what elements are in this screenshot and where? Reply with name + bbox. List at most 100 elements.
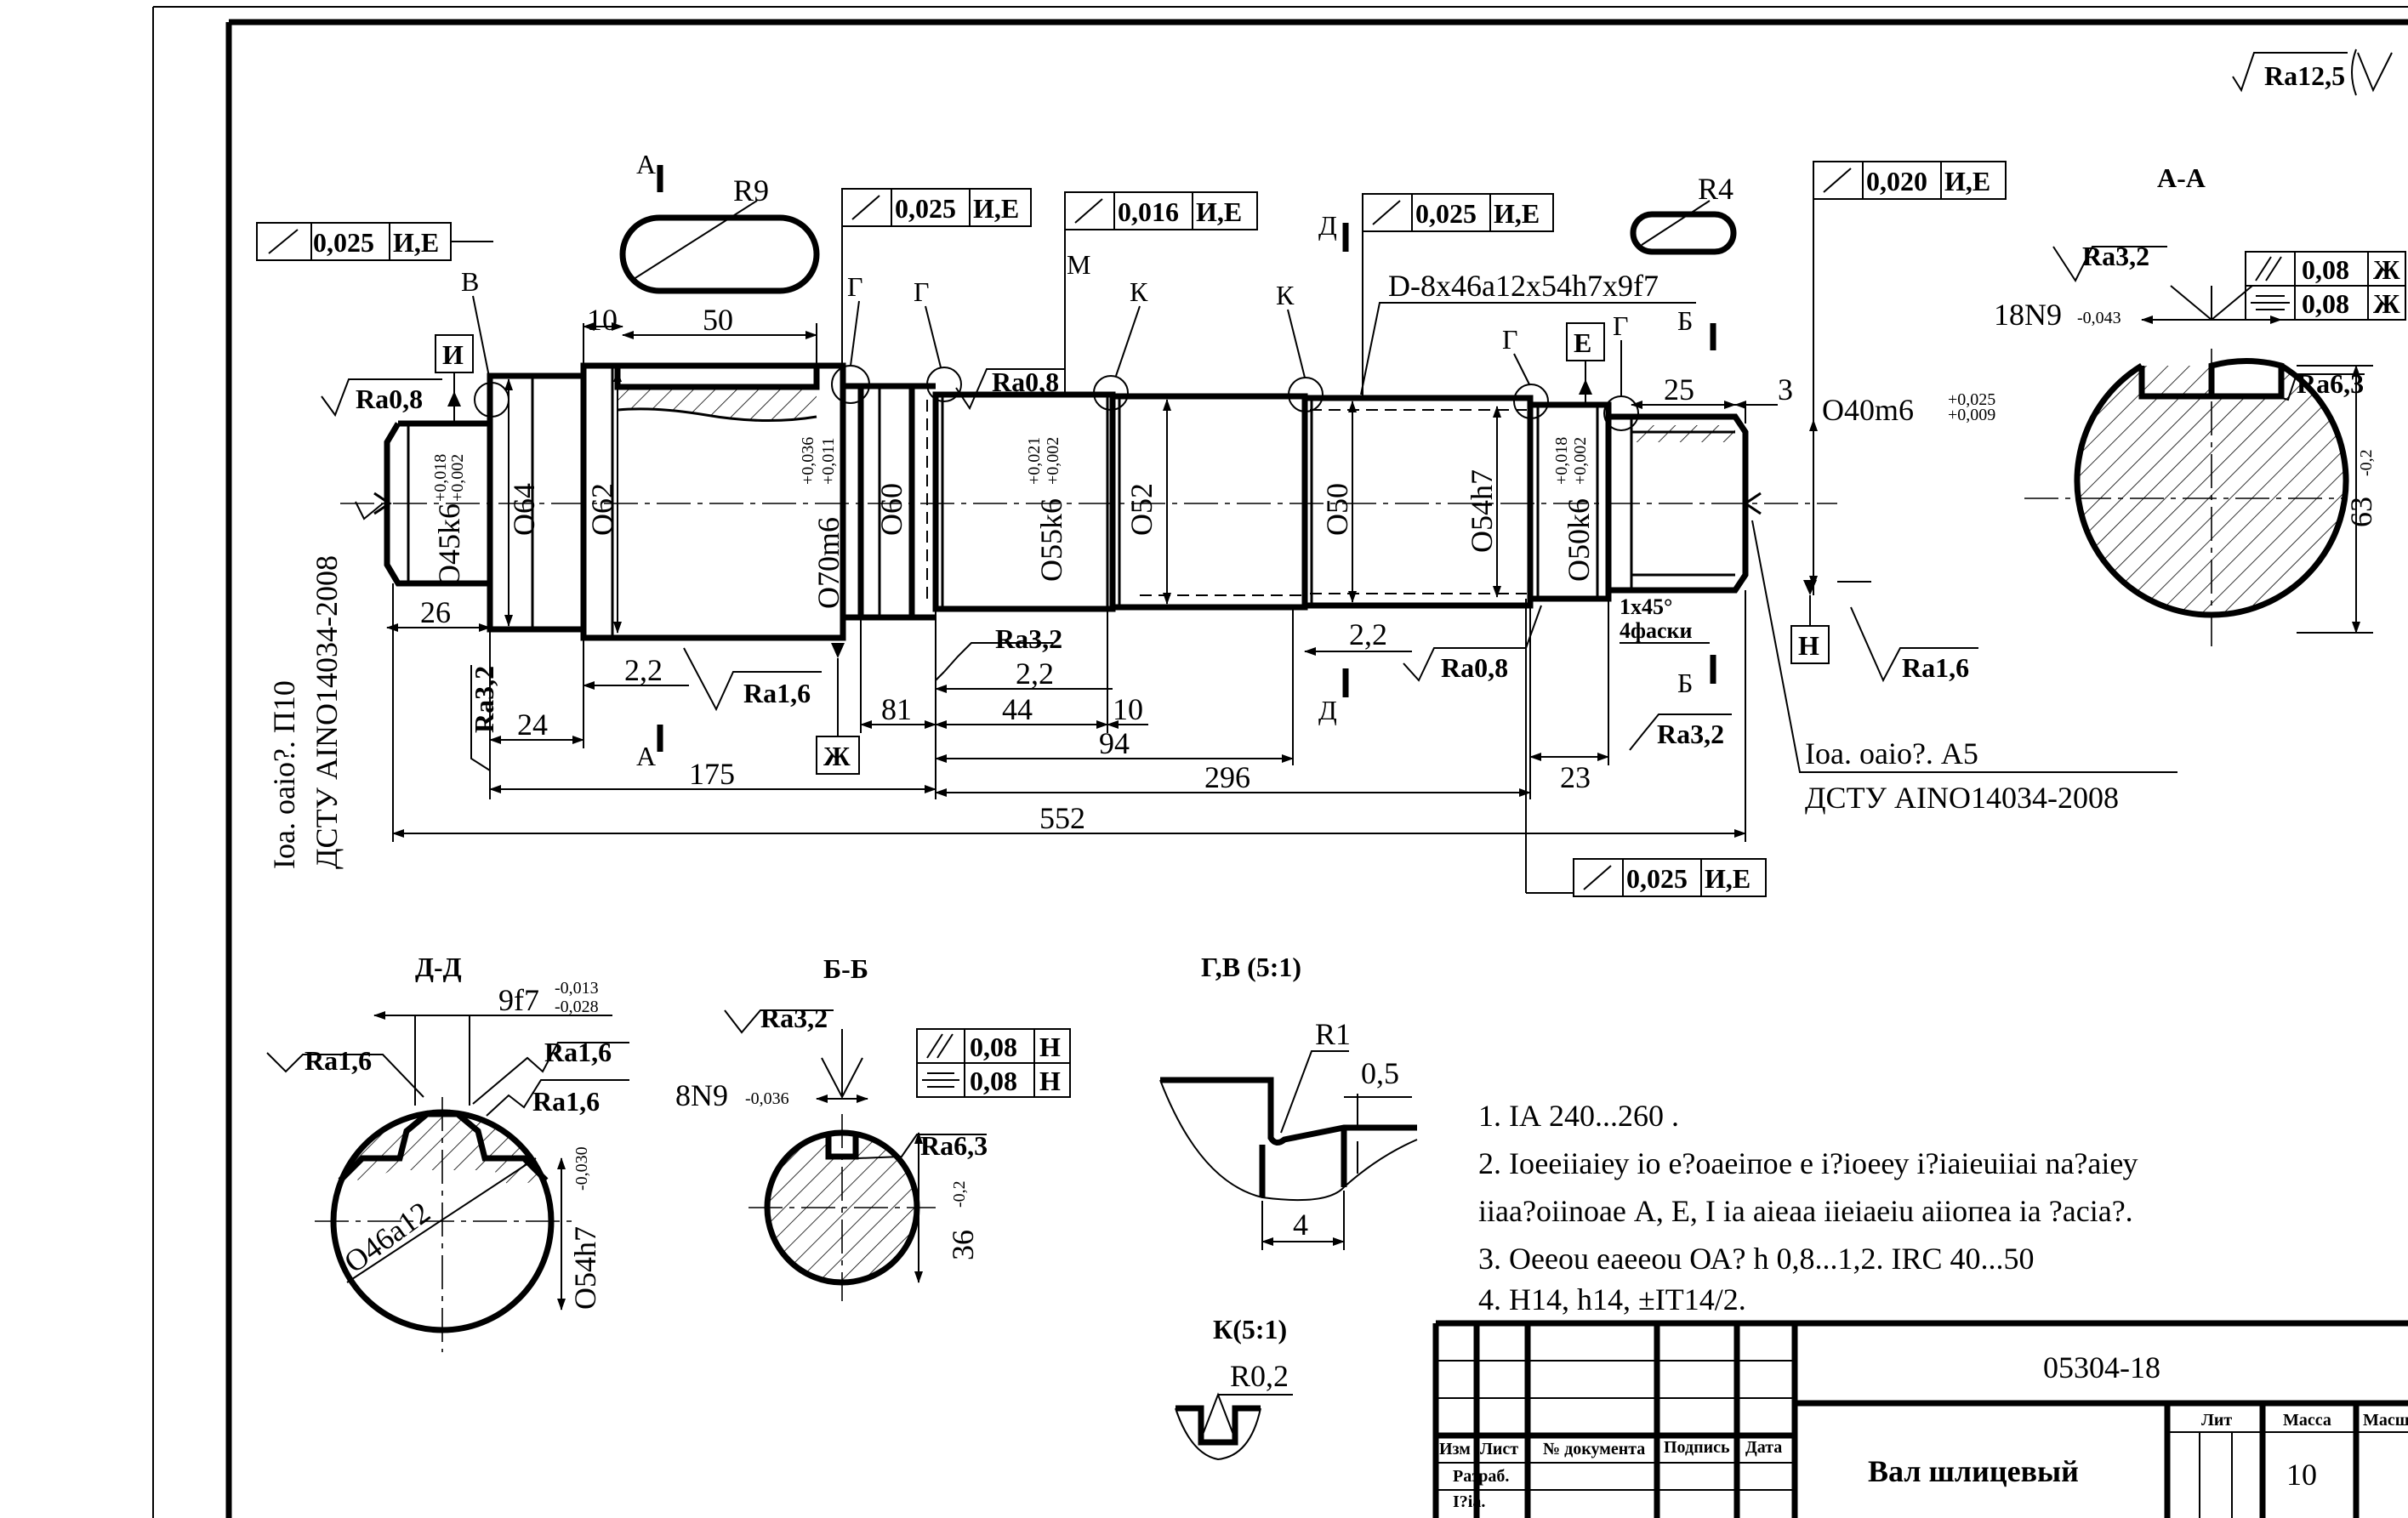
part-name: Вал шлицевый: [1868, 1454, 2079, 1488]
spline-callout: D-8x46a12x54h7x9f7: [1360, 269, 1696, 395]
datum-zh: Ж: [823, 741, 851, 771]
svg-text:3: 3: [1778, 372, 1793, 407]
roughness-marks: Ra0,8 Ra0,8 Ra3,2 Ra1,6 Ra3,2 Ra0,8 Ra3,…: [321, 367, 1978, 771]
svg-text:Дата: Дата: [1745, 1438, 1782, 1457]
svg-text:О54h7: О54h7: [1465, 469, 1499, 553]
svg-text:94: 94: [1099, 726, 1130, 760]
cut-a-top: А: [636, 149, 656, 179]
svg-text:О62: О62: [585, 483, 619, 536]
svg-text:Н: Н: [1039, 1032, 1061, 1062]
svg-text:4: 4: [1293, 1208, 1308, 1242]
svg-text:Iоа. оаіо?. П10: Iоа. оаіо?. П10: [267, 680, 301, 869]
svg-text:10: 10: [587, 303, 618, 337]
svg-text:О50: О50: [1320, 483, 1354, 536]
svg-text:Лит: Лит: [2201, 1411, 2232, 1430]
svg-text:И,Е: И,Е: [1705, 863, 1750, 894]
svg-text:В: В: [461, 266, 479, 297]
svg-text:25: 25: [1664, 372, 1694, 407]
svg-text:+0,025: +0,025: [1948, 390, 1995, 409]
svg-text:552: 552: [1039, 801, 1085, 835]
svg-text:О52: О52: [1124, 483, 1158, 536]
svg-text:Ra3,2: Ra3,2: [2082, 241, 2149, 271]
svg-text:Ra1,6: Ra1,6: [743, 678, 811, 708]
technical-notes: 1. IА 240...260 . 2. Iоеeiiаiеу іо е?оае…: [1478, 1099, 2138, 1316]
svg-text:Б-Б: Б-Б: [823, 953, 868, 984]
svg-text:О70m6: О70m6: [811, 517, 845, 609]
svg-text:296: 296: [1204, 760, 1250, 794]
svg-text:Ra1,6: Ra1,6: [1902, 652, 1969, 683]
svg-text:9f7: 9f7: [498, 983, 539, 1017]
radius-r9: R9: [733, 173, 769, 208]
svg-text:0,025: 0,025: [1415, 198, 1477, 229]
detail-k: К(5:1) R0,2: [1175, 1314, 1293, 1461]
svg-text:Ra6,3: Ra6,3: [920, 1130, 988, 1161]
svg-text:О46a12: О46a12: [338, 1195, 436, 1279]
svg-text:Ra1,6: Ra1,6: [544, 1037, 612, 1067]
section-b-b: Б-Б 8N9 -0,036 Ra3,2 Ra6,3 36 -0,2 0,08 …: [675, 953, 1071, 1301]
svg-text:Ra3,2: Ra3,2: [469, 666, 499, 733]
svg-text:I?іа.: I?іа.: [1453, 1492, 1485, 1511]
svg-text:50: 50: [703, 303, 733, 337]
shaft-main-view: [340, 362, 1837, 641]
svg-text:+0,018: +0,018: [1552, 437, 1571, 485]
svg-text:Ra0,8: Ra0,8: [356, 384, 423, 414]
svg-text:Г,В (5:1): Г,В (5:1): [1201, 952, 1301, 982]
doc-number: 05304-18: [2043, 1350, 2160, 1384]
svg-text:И,Е: И,Е: [393, 227, 439, 258]
svg-text:К: К: [1130, 276, 1148, 307]
runout-frame-4: 0,025 И,Е: [1362, 193, 1554, 398]
svg-text:К: К: [1276, 280, 1295, 310]
cut-d-top: Д: [1318, 210, 1337, 241]
svg-text:-0,2: -0,2: [950, 1180, 969, 1208]
svg-text:0,08: 0,08: [970, 1066, 1017, 1096]
svg-text:Д-Д: Д-Д: [415, 952, 462, 982]
section-cut-markers: А А Д Д Б Б: [636, 149, 1716, 771]
svg-text:iiаа?оiinоае А, Е, I іа аіеаа: iiаа?оiinоае А, Е, I іа аіеаа iieiаеіu а…: [1478, 1194, 2133, 1228]
horizontal-dimensions: 10 50 25 3 26 2,2 24 175 81 2,2 44 10 94…: [386, 303, 1871, 842]
cut-b-top: Б: [1677, 305, 1693, 336]
view-letters: В Г Г М К К Г Г: [461, 249, 1629, 396]
datum-i: И: [442, 339, 464, 370]
svg-text:1. IА 240...260 .: 1. IА 240...260 .: [1478, 1099, 1679, 1133]
svg-text:24: 24: [517, 708, 548, 742]
svg-text:-0,028: -0,028: [555, 998, 599, 1016]
svg-text:-0,030: -0,030: [572, 1146, 591, 1191]
section-d-d: Д-Д 9f7 -0,013 -0,028 Ra1,6 Ra1,6 Ra1,6 …: [266, 952, 629, 1352]
keyslot-top: R9 R4: [619, 172, 1737, 294]
svg-text:0,5: 0,5: [1361, 1056, 1399, 1090]
svg-text:Ж: Ж: [2373, 288, 2400, 319]
svg-text:Н: Н: [1039, 1066, 1061, 1096]
svg-text:Ra3,2: Ra3,2: [995, 623, 1062, 654]
mass-value: 10: [2286, 1458, 2317, 1492]
svg-text:О60: О60: [874, 483, 908, 536]
svg-text:0,08: 0,08: [2302, 288, 2349, 319]
svg-text:Iоа. оаіо?. А5: Iоа. оаіо?. А5: [1805, 736, 1978, 770]
svg-text:-0,043: -0,043: [2077, 309, 2121, 327]
svg-text:2,2: 2,2: [624, 653, 663, 687]
svg-text:И,Е: И,Е: [1196, 196, 1242, 227]
svg-text:Масса: Масса: [2283, 1411, 2331, 1430]
cut-b-bottom: Б: [1677, 668, 1693, 698]
svg-text:О54h7: О54h7: [568, 1226, 602, 1310]
svg-text:Г: Г: [1502, 324, 1518, 355]
svg-text:4. H14, h14, ±IT14/2.: 4. H14, h14, ±IT14/2.: [1478, 1282, 1746, 1316]
svg-text:ДСТУ АINO14034-2008: ДСТУ АINO14034-2008: [1805, 781, 2119, 815]
sheet-frame: [152, 6, 2408, 1518]
cut-d-bottom: Д: [1318, 695, 1337, 725]
section-a-a-title: А-А: [2157, 162, 2206, 193]
svg-text:63: 63: [2344, 497, 2378, 527]
svg-text:0,016: 0,016: [1118, 196, 1179, 227]
svg-text:Ж: Ж: [2373, 254, 2400, 285]
svg-text:И,Е: И,Е: [973, 193, 1019, 224]
svg-text:R1: R1: [1315, 1017, 1351, 1051]
runout-frame-2: 0,025 И,Е: [841, 188, 1032, 366]
svg-text:О55k6: О55k6: [1034, 498, 1068, 582]
runout-frame-5: 0,020 И,Е: [1813, 161, 2007, 595]
svg-text:81: 81: [881, 692, 912, 726]
svg-text:+0,002: +0,002: [448, 454, 467, 502]
runout-frame-6: 0,025 И,Е: [1525, 599, 1767, 897]
svg-text:26: 26: [420, 595, 451, 629]
svg-text:0,08: 0,08: [970, 1032, 1017, 1062]
detail-g-v: Г,В (5:1) 4 R1 0,5: [1159, 952, 1418, 1250]
